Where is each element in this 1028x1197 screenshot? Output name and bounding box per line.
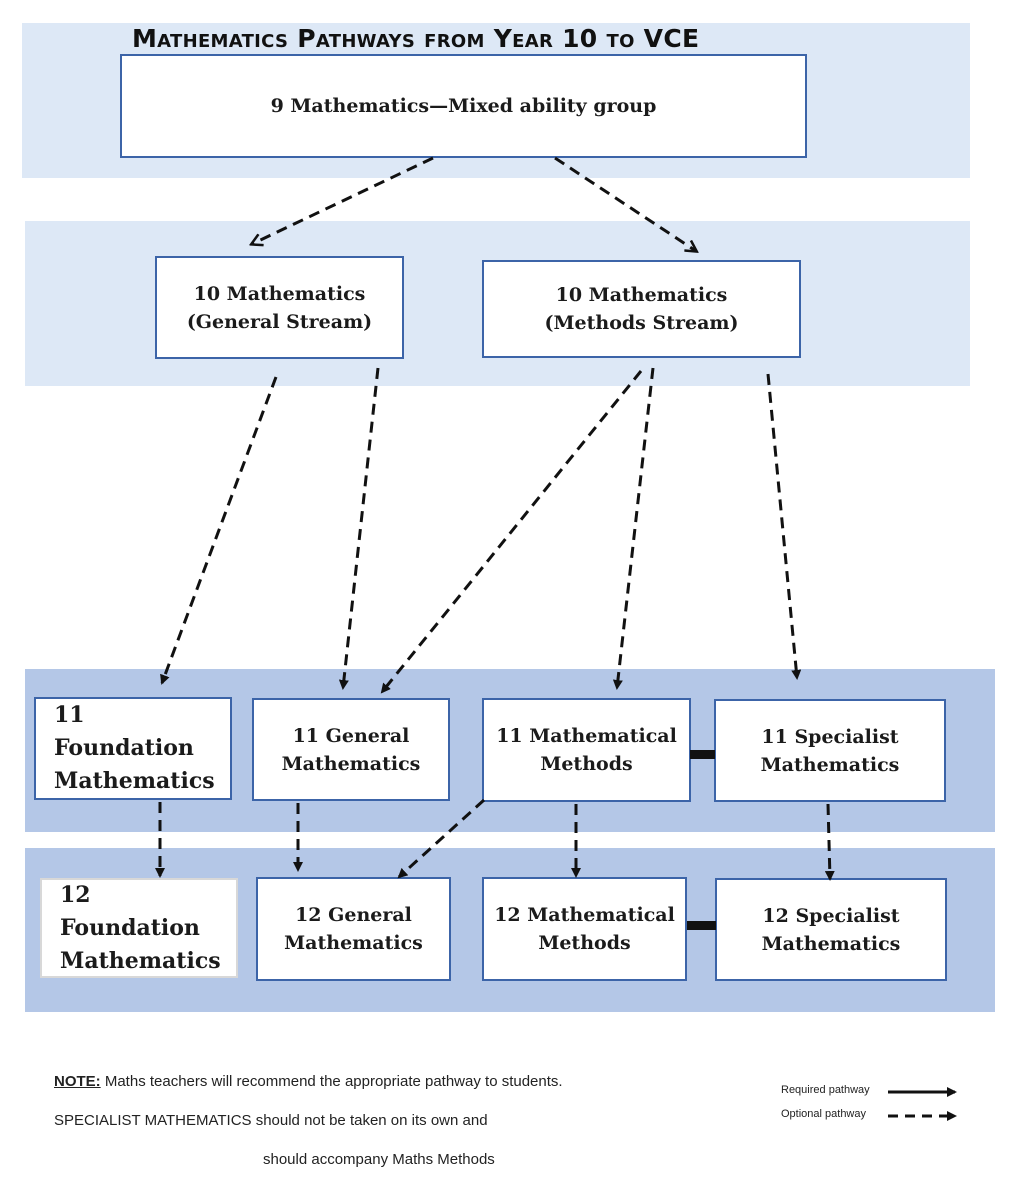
- legend-required-label: Required pathway: [781, 1084, 870, 1096]
- connector-11-methods-specialist: [690, 750, 715, 759]
- arrow-11s-to-12-specialist: [824, 803, 835, 881]
- note-text-1: Maths teachers will recommend the approp…: [104, 1073, 563, 1090]
- arrow-10m-to-11-general: [380, 370, 643, 694]
- year11-methods-box: 11 Mathematical Methods: [482, 698, 691, 802]
- page-title: Mathematics Pathways from Year 10 to VCE: [132, 24, 700, 53]
- year10-methods-box: 10 Mathematics (Methods Stream): [482, 260, 801, 358]
- year9-box: 9 Mathematics—Mixed ability group: [120, 54, 807, 158]
- year11-foundation-box: 11 Foundation Mathematics: [34, 697, 232, 800]
- year12-methods-box: 12 Mathematical Methods: [482, 877, 687, 981]
- note-line-2: SPECIALIST MATHEMATICS should not be tak…: [54, 1112, 488, 1129]
- year12-general-box: 12 General Mathematics: [256, 877, 451, 981]
- note-line-3: should accompany Maths Methods: [263, 1151, 495, 1168]
- year12-foundation-box: 12 Foundation Mathematics: [40, 878, 238, 978]
- connector-12-methods-specialist: [687, 921, 716, 930]
- year12-specialist-box: 12 Specialist Mathematics: [715, 878, 947, 981]
- legend-optional-label: Optional pathway: [781, 1108, 866, 1120]
- note-line-1: NOTE: Maths teachers will recommend the …: [54, 1073, 563, 1090]
- arrow-9-to-10-general: [252, 156, 434, 244]
- arrow-10g-to-11-foundation: [160, 376, 278, 685]
- arrow-10m-to-11-specialist: [766, 373, 802, 680]
- note-label: NOTE:: [54, 1073, 101, 1090]
- arrow-11m-to-12-general: [397, 798, 486, 879]
- year11-general-box: 11 General Mathematics: [252, 698, 450, 801]
- arrow-10m-to-11-methods: [612, 367, 655, 690]
- year10-general-box: 10 Mathematics (General Stream): [155, 256, 404, 359]
- arrow-10g-to-11-general: [338, 367, 380, 690]
- arrow-9-to-10-methods: [554, 156, 696, 251]
